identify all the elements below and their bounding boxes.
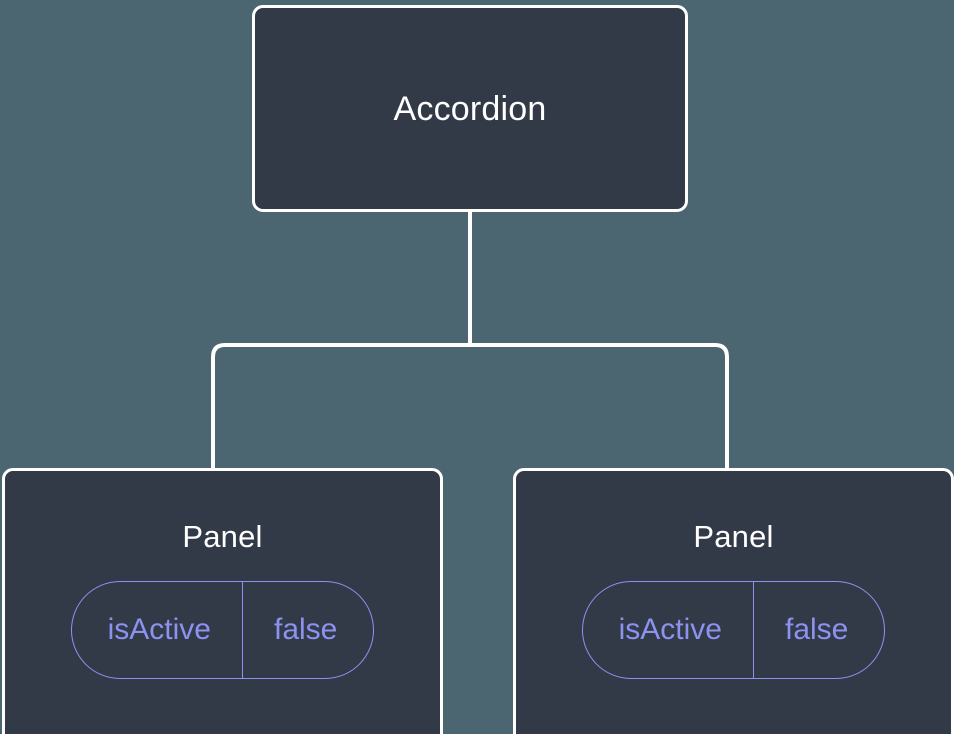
node-panel-right-label: Panel [693, 519, 774, 554]
node-panel-left-prop-isactive[interactable]: isActive false [70, 581, 375, 679]
node-panel-right[interactable]: Panel isActive false [513, 468, 954, 734]
node-panel-right-prop-isactive[interactable]: isActive false [581, 581, 886, 679]
prop-value: false [752, 582, 884, 678]
prop-key: isActive [107, 613, 211, 646]
edge-accordion-to-panel-left [211, 343, 470, 468]
node-panel-left[interactable]: Panel isActive false [2, 468, 443, 734]
node-accordion-label: Accordion [393, 89, 547, 128]
prop-key: isActive [618, 613, 722, 646]
node-accordion[interactable]: Accordion [252, 5, 688, 212]
edge-accordion-to-panel-right [470, 343, 729, 468]
prop-value: false [241, 582, 373, 678]
node-panel-left-label: Panel [182, 519, 263, 554]
